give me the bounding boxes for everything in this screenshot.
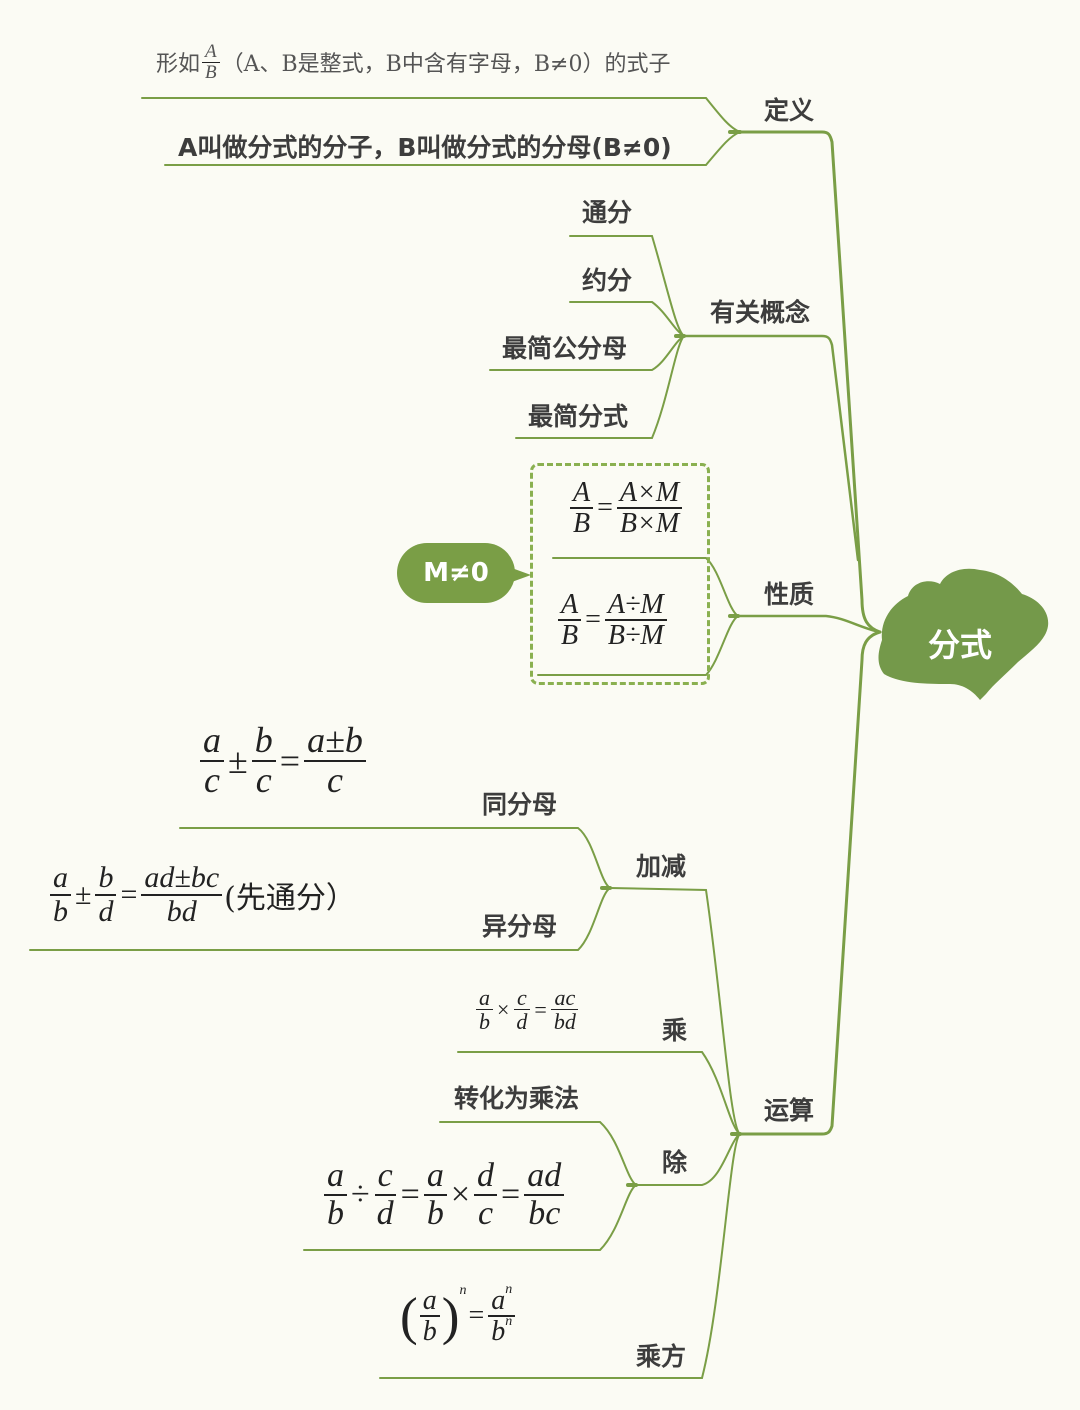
node-concept-lcd[interactable]: 最简公分母 <box>502 334 628 363</box>
definition-form-text: 形如 A B （A、B是整式，B中含有字母，B≠0）的式子 <box>156 41 671 83</box>
node-operations[interactable]: 运算 <box>764 1096 815 1125</box>
ginkgo-leaf-icon <box>878 568 1049 700</box>
node-multiply[interactable]: 乘 <box>662 1016 688 1045</box>
node-different-denominator[interactable]: 异分母 <box>482 912 558 941</box>
node-property[interactable]: 性质 <box>764 580 815 609</box>
node-power[interactable]: 乘方 <box>636 1342 687 1371</box>
node-concept-reduction[interactable]: 约分 <box>582 266 633 295</box>
node-definition[interactable]: 定义 <box>764 96 815 125</box>
node-concepts[interactable]: 有关概念 <box>710 298 811 327</box>
node-divide[interactable]: 除 <box>662 1148 688 1177</box>
root-node[interactable]: 分式 <box>928 626 993 664</box>
node-concept-common-denominator[interactable]: 通分 <box>582 198 633 227</box>
node-same-denominator[interactable]: 同分母 <box>482 790 558 819</box>
node-add-sub[interactable]: 加减 <box>636 852 687 881</box>
property-formulas-box <box>530 463 710 685</box>
fraction-a-over-b: A B <box>202 42 220 83</box>
node-convert-to-multiply[interactable]: 转化为乘法 <box>454 1084 580 1113</box>
note-m-nonzero: M≠0 <box>397 543 531 603</box>
node-concept-simplest[interactable]: 最简分式 <box>528 402 629 431</box>
definition-parts-text: A叫做分式的分子，B叫做分式的分母(B≠0) <box>178 133 672 162</box>
